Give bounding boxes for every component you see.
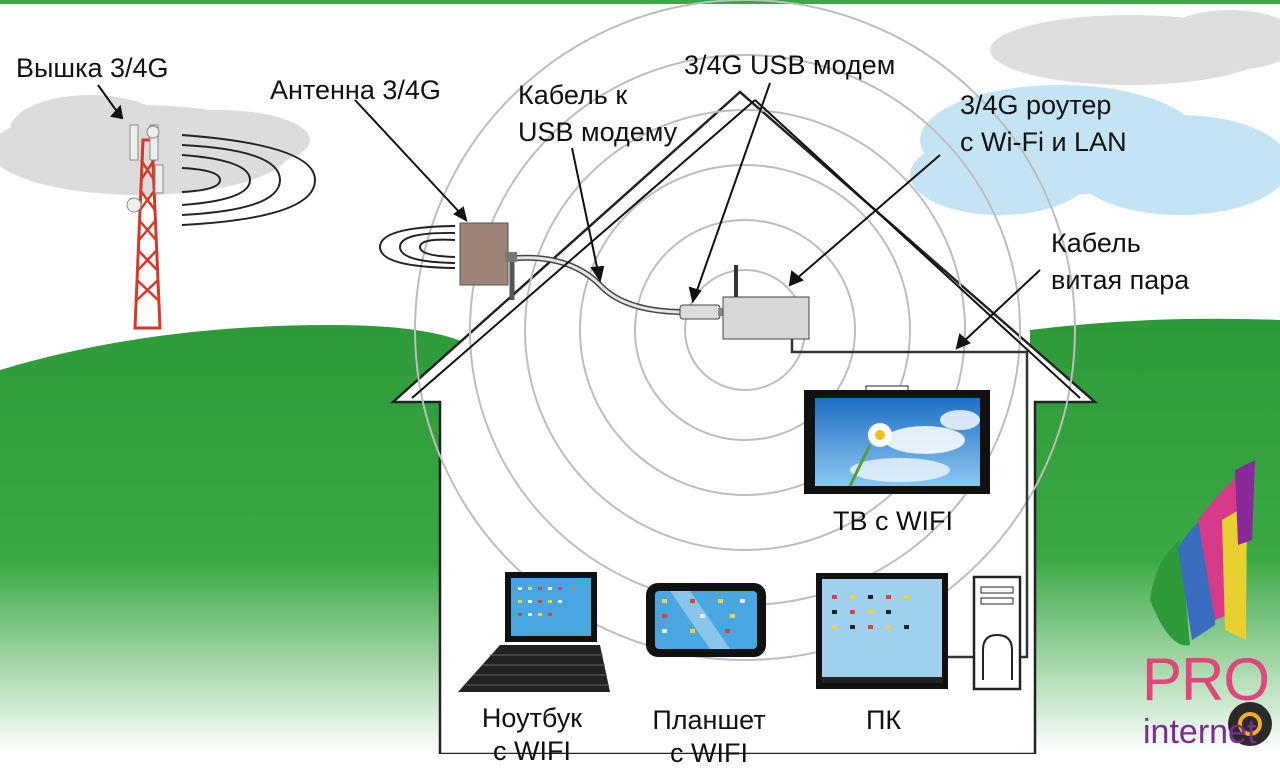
tablet-label-line1: Планшет bbox=[652, 705, 766, 735]
pc-icon bbox=[816, 573, 1022, 691]
router-icon bbox=[722, 265, 810, 340]
laptop-label-line2: с WIFI bbox=[493, 736, 571, 766]
gray-cloud-left bbox=[0, 95, 310, 195]
router-label-line2: с Wi-Fi и LAN bbox=[960, 127, 1127, 157]
antenna-icon bbox=[459, 222, 517, 300]
tv-label: ТВ с WIFI bbox=[833, 506, 953, 536]
grass-left bbox=[0, 325, 470, 754]
logo-internet-text: internet bbox=[1143, 713, 1257, 751]
laptop-label-line1: Ноутбук bbox=[481, 703, 583, 733]
pc-label: ПК bbox=[866, 705, 902, 735]
tablet-icon bbox=[646, 583, 766, 657]
usb-modem-label: 3/4G USB модем bbox=[684, 50, 896, 80]
laptop-icon bbox=[458, 572, 610, 692]
antenna-label: Антенна 3/4G bbox=[270, 75, 441, 105]
blue-cloud bbox=[910, 85, 1280, 215]
cell-tower-icon bbox=[126, 124, 164, 330]
cable-usb-label-line2: USB модему bbox=[518, 117, 678, 147]
tower-signal-waves bbox=[181, 134, 317, 226]
logo-pro-text: PRO bbox=[1142, 646, 1270, 713]
router-label-line1: 3/4G роутер bbox=[960, 90, 1112, 120]
network-diagram bbox=[0, 0, 1280, 754]
grass-right bbox=[1030, 318, 1280, 754]
tv-icon bbox=[804, 385, 990, 494]
tower-label: Вышка 3/4G bbox=[16, 53, 169, 83]
gray-cloud-right bbox=[990, 10, 1280, 85]
logo-mark-icon bbox=[1150, 460, 1272, 746]
cable-usb-label-line1: Кабель к bbox=[518, 80, 628, 110]
antenna-signal-waves bbox=[378, 225, 456, 269]
tablet-label-line2: с WIFI bbox=[670, 738, 748, 768]
twisted-pair-label-line1: Кабель bbox=[1051, 228, 1141, 258]
pointer-arrows bbox=[97, 82, 1081, 399]
twisted-pair-label-line2: витая пара bbox=[1051, 265, 1190, 295]
